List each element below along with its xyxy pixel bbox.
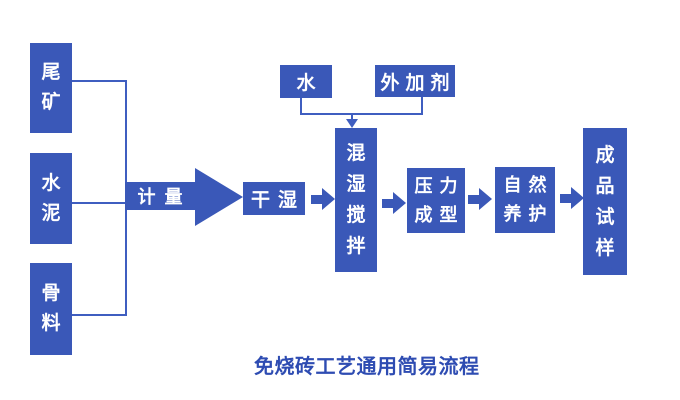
- additive-label-water: 水: [296, 73, 316, 94]
- step-box-natural-curing: 自然 养护: [495, 167, 555, 233]
- step-box-mixing: 混湿搅拌: [335, 128, 377, 272]
- flow-arrow-icon-1: [311, 188, 335, 211]
- additive-label-admixture: 外加剂: [380, 72, 456, 94]
- flow-arrow-icon-2: [382, 192, 406, 215]
- step-label-mixing: 混湿搅拌: [346, 143, 366, 257]
- step-box-finished-sample: 成品试样: [583, 128, 627, 275]
- additive-box-admixture: 外加剂: [375, 65, 455, 97]
- input-label-tailings: 尾矿: [41, 62, 61, 113]
- step-label-curing-line1: 自然: [503, 175, 554, 195]
- step-box-dry-wet: 干湿: [243, 182, 305, 215]
- flow-arrow-stem: [468, 195, 480, 204]
- connector-additives-stem: [351, 113, 353, 121]
- step-label-press-line1: 压力: [414, 175, 465, 196]
- step-label-finished-sample: 成品试样: [595, 144, 615, 259]
- flow-arrow-icon-4: [560, 187, 584, 210]
- connector-aggregate-horizontal: [72, 314, 126, 316]
- flow-arrow-stem: [311, 195, 323, 204]
- flow-arrow-stem: [382, 199, 394, 208]
- connector-cement-horizontal: [72, 202, 127, 204]
- step-box-press-forming: 压力 成型: [407, 168, 465, 233]
- flow-arrow-stem: [560, 194, 572, 203]
- metering-label: 计量: [137, 187, 192, 207]
- flow-arrow-icon-3: [468, 188, 492, 211]
- step-label-press-line2: 成型: [414, 204, 465, 225]
- step-label-curing-line2: 养护: [503, 204, 554, 224]
- connector-admixture-vertical: [421, 97, 423, 115]
- flow-arrow-head: [393, 192, 406, 214]
- input-label-aggregate: 骨料: [41, 283, 61, 334]
- step-label-dry-wet: 干湿: [250, 190, 305, 211]
- input-box-aggregate: 骨料: [30, 263, 72, 355]
- step-label-natural-curing: 自然 养护: [504, 171, 547, 229]
- down-arrow-icon: [346, 119, 358, 128]
- metering-arrow-head: [195, 168, 243, 226]
- additive-box-water: 水: [280, 65, 332, 98]
- connector-tailings-horizontal: [72, 80, 126, 82]
- flow-arrow-head: [479, 188, 492, 210]
- metering-arrow-body: [125, 182, 195, 210]
- step-label-press-forming: 压力 成型: [415, 172, 458, 230]
- diagram-caption: 免烧砖工艺通用简易流程: [254, 356, 480, 378]
- input-box-cement: 水泥: [30, 153, 72, 244]
- connector-water-vertical: [300, 98, 302, 115]
- input-label-cement: 水泥: [41, 172, 61, 224]
- connector-additives-horizontal: [300, 113, 423, 115]
- input-box-tailings: 尾矿: [30, 43, 72, 133]
- flow-arrow-head: [571, 187, 584, 209]
- flow-arrow-head: [322, 188, 335, 210]
